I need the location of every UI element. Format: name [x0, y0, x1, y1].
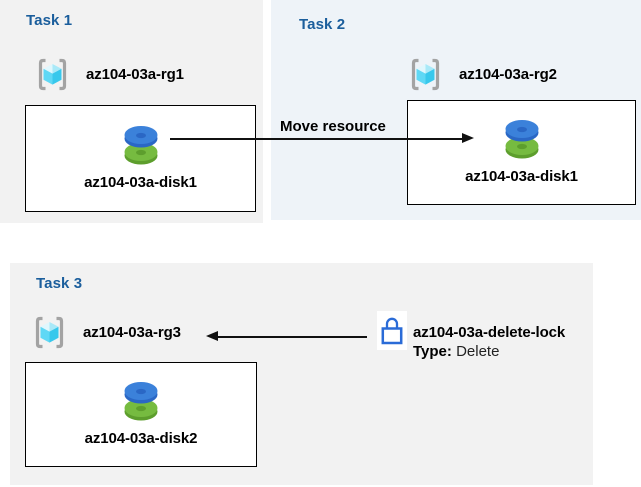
arrow-right-icon [462, 133, 474, 143]
task2-resource-box: az104-03a-disk1 [407, 100, 636, 205]
lock-type-label: Type: [413, 343, 452, 360]
task1-title: Task 1 [26, 12, 73, 29]
task1-resource-group-label: az104-03a-rg1 [86, 66, 184, 83]
move-resource-arrow-line [170, 138, 463, 140]
arrow-left-icon [206, 331, 218, 341]
lock-type-line: Type: Delete [413, 342, 565, 361]
task3-resource-group: az104-03a-rg3 [31, 314, 181, 351]
task3-disk-label: az104-03a-disk2 [84, 429, 198, 447]
task2-resource-group-label: az104-03a-rg2 [459, 66, 557, 83]
task3-title: Task 3 [36, 275, 83, 292]
resource-group-icon [411, 58, 440, 91]
lock-annotation: az104-03a-delete-lock Type: Delete [413, 323, 565, 361]
disk-icon [124, 125, 157, 164]
task2-disk-label: az104-03a-disk1 [465, 167, 578, 185]
lock-icon [381, 317, 403, 344]
lock-chip [377, 311, 407, 350]
task1-resource-group: az104-03a-rg1 [34, 56, 184, 93]
lock-name-label: az104-03a-delete-lock [413, 324, 566, 341]
disk-icon [505, 119, 538, 158]
lock-arrow-line [217, 336, 367, 338]
disk-icon [124, 381, 158, 420]
task1-resource-box: az104-03a-disk1 [25, 105, 256, 212]
task2-resource-group: az104-03a-rg2 [407, 56, 557, 93]
task3-resource-group-label: az104-03a-rg3 [83, 324, 181, 341]
move-resource-label: Move resource [280, 118, 386, 135]
task3-resource-box: az104-03a-disk2 [25, 362, 257, 467]
task1-disk-label: az104-03a-disk1 [84, 173, 197, 191]
resource-group-icon [35, 316, 64, 349]
resource-group-icon [38, 58, 67, 91]
lock-type-value: Delete [456, 343, 500, 360]
task2-title: Task 2 [299, 16, 346, 33]
